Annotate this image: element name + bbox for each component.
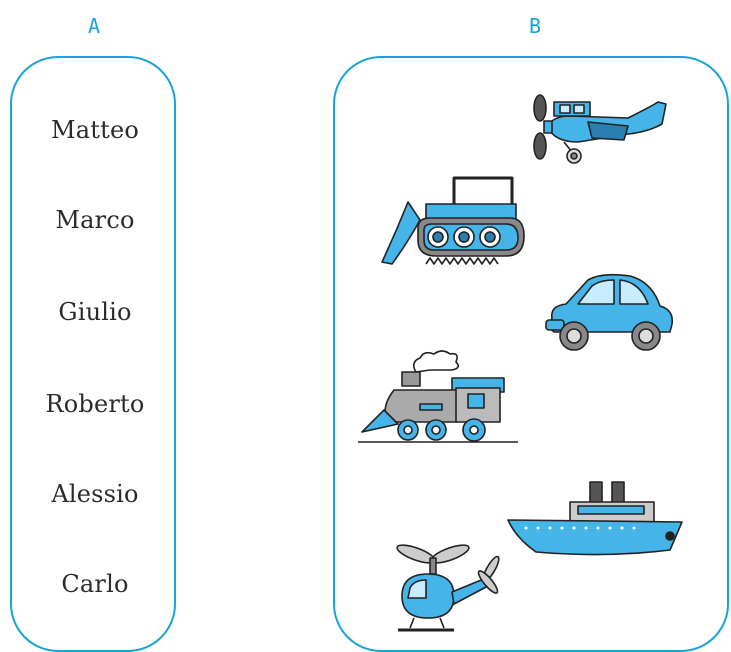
bulldozer-icon[interactable]: [378, 172, 528, 270]
ship-icon[interactable]: [506, 478, 686, 560]
car-icon[interactable]: [542, 272, 678, 354]
name-marco[interactable]: Marco: [55, 206, 135, 234]
airplane-icon[interactable]: [528, 94, 670, 166]
names-panel: Matteo Marco Giulio Roberto Alessio Carl…: [10, 56, 176, 652]
train-icon[interactable]: [358, 348, 526, 444]
name-alessio[interactable]: Alessio: [51, 480, 139, 508]
column-a-header: A: [87, 14, 101, 38]
column-b-header: B: [528, 14, 542, 38]
name-giulio[interactable]: Giulio: [58, 298, 132, 326]
name-matteo[interactable]: Matteo: [50, 116, 140, 144]
name-roberto[interactable]: Roberto: [45, 390, 145, 418]
name-carlo[interactable]: Carlo: [61, 570, 129, 598]
helicopter-icon[interactable]: [394, 538, 506, 638]
